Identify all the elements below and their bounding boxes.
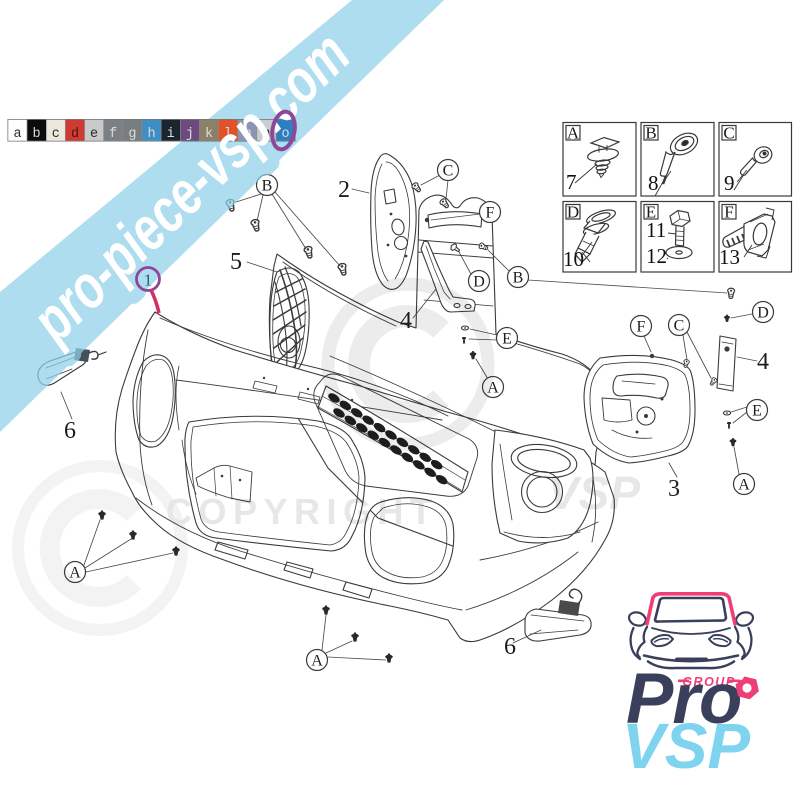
- svg-text:o: o: [281, 127, 289, 142]
- svg-text:COPYRIGHT: COPYRIGHT: [166, 491, 439, 532]
- svg-text:1: 1: [144, 271, 153, 290]
- svg-text:5: 5: [230, 249, 242, 275]
- svg-text:B: B: [513, 270, 524, 287]
- svg-text:D: D: [757, 305, 769, 322]
- svg-text:E: E: [752, 403, 762, 420]
- svg-text:2: 2: [338, 177, 350, 203]
- svg-text:F: F: [486, 205, 495, 222]
- svg-text:8: 8: [648, 171, 659, 195]
- svg-text:C: C: [674, 318, 685, 335]
- svg-text:C: C: [443, 163, 454, 180]
- svg-text:B: B: [645, 124, 656, 143]
- svg-text:E: E: [502, 331, 512, 348]
- svg-text:a: a: [13, 127, 21, 142]
- svg-text:Pro: Pro: [626, 660, 741, 739]
- svg-text:g: g: [128, 127, 136, 142]
- svg-text:GROUP: GROUP: [682, 675, 735, 689]
- svg-text:E: E: [646, 203, 656, 222]
- svg-text:i: i: [167, 127, 175, 142]
- svg-text:A: A: [567, 124, 580, 143]
- svg-text:A: A: [738, 477, 750, 494]
- svg-text:D: D: [567, 203, 579, 222]
- svg-text:F: F: [637, 319, 646, 336]
- svg-text:h: h: [147, 127, 155, 142]
- svg-text:n: n: [262, 127, 270, 142]
- svg-text:VSP: VSP: [548, 467, 640, 519]
- svg-text:13: 13: [719, 245, 740, 269]
- svg-text:6: 6: [64, 418, 76, 444]
- svg-text:F: F: [724, 203, 733, 222]
- svg-text:9: 9: [724, 171, 735, 195]
- svg-text:12: 12: [646, 244, 667, 268]
- svg-text:m: m: [243, 127, 251, 142]
- svg-text:l: l: [224, 127, 232, 142]
- svg-text:B: B: [262, 178, 273, 195]
- svg-text:C: C: [723, 124, 734, 143]
- svg-text:b: b: [33, 127, 41, 142]
- svg-text:10: 10: [563, 247, 584, 271]
- svg-text:4: 4: [757, 349, 769, 375]
- svg-text:6: 6: [504, 634, 516, 660]
- svg-text:D: D: [473, 274, 485, 291]
- svg-text:f: f: [109, 127, 117, 142]
- svg-text:VSP: VSP: [622, 710, 750, 782]
- svg-text:7: 7: [566, 170, 577, 194]
- svg-text:A: A: [311, 653, 323, 670]
- svg-text:e: e: [90, 127, 98, 142]
- svg-text:11: 11: [646, 218, 666, 242]
- svg-text:d: d: [71, 127, 79, 142]
- svg-text:c: c: [52, 127, 60, 142]
- svg-text:k: k: [205, 127, 213, 142]
- svg-text:3: 3: [668, 476, 680, 502]
- svg-text:j: j: [186, 127, 194, 142]
